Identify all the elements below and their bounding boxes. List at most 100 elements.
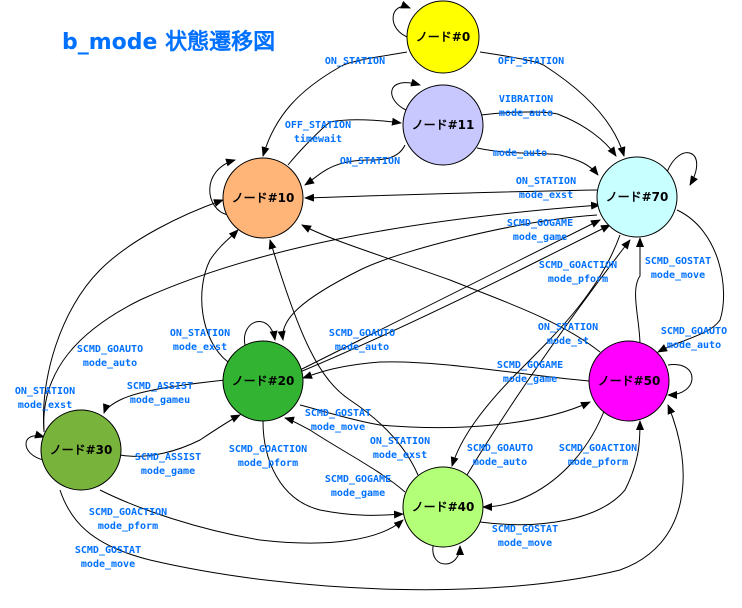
edge-event-label: SCMD_ASSIST (127, 381, 193, 392)
edge-action-label: mode_game (513, 232, 567, 243)
state-node-label: ノード#50 (598, 374, 661, 388)
edge-action-label: mode_pform (568, 457, 628, 468)
edge-event-label: SCMD_GOSTAT (305, 408, 371, 419)
self-loop-edge-n50 (667, 364, 693, 399)
edge-n20-to-n70 (299, 224, 611, 373)
edge-n10-to-n11 (287, 117, 402, 166)
edge-n20-to-n50 (299, 219, 601, 371)
edge-n40-to-n70 (466, 239, 631, 476)
edge-action-label: mode_auto (499, 108, 553, 119)
edge-n30-to-n70 (43, 201, 601, 433)
edge-action-label: mode_pform (98, 521, 158, 532)
edge-event-label: SCMD_GOACTION (559, 443, 637, 454)
edge-event-label: VIBRATION (499, 94, 553, 105)
state-node-0[interactable]: ノード#0 (406, 0, 480, 74)
edge-n30-to-n10 (43, 199, 224, 431)
edge-action-label: timewait (294, 133, 342, 145)
edge-action-label: mode_exst (519, 190, 573, 201)
state-node-70[interactable]: ノード#70 (596, 156, 678, 238)
state-node-30[interactable]: ノード#30 (40, 409, 122, 491)
edge-n40-to-n20 (284, 416, 406, 493)
edge-action-label: mode_game (503, 374, 557, 385)
self-loop-edge-n11 (391, 78, 421, 111)
state-node-circle[interactable] (406, 0, 480, 74)
state-node-circle[interactable] (596, 156, 678, 238)
edge-event-label: SCMD_GOGAME (325, 474, 391, 485)
edge-n20-to-n10 (201, 229, 239, 363)
edge-n0-to-n70 (479, 51, 626, 157)
edge-event-label: mode_auto (493, 148, 547, 159)
edge-n11-to-n70 (476, 147, 599, 176)
state-node-label: ノード#70 (606, 190, 669, 204)
edge-n50-to-n40 (482, 405, 607, 511)
state-node-circle[interactable] (402, 466, 484, 548)
state-node-label: ノード#40 (412, 500, 475, 514)
edge-action-label: mode_gameu (130, 395, 190, 406)
edge-n40-to-n50 (479, 420, 644, 526)
state-node-40[interactable]: ノード#40 (402, 466, 484, 548)
edge-action-label: mode_game (141, 466, 195, 477)
state-node-circle[interactable] (40, 409, 122, 491)
edge-event-label: SCMD_GOSTAT (645, 256, 711, 267)
edge-n30-to-n40 (99, 489, 404, 544)
edge-event-label: ON_STATION (370, 436, 430, 447)
edge-n70-to-n20 (277, 214, 598, 341)
edge-n50-to-n20 (302, 361, 590, 382)
edge-action-label: mode_game (331, 488, 385, 499)
state-node-20[interactable]: ノード#20 (222, 340, 304, 422)
edge-event-label: SCMD_GOACTION (89, 507, 167, 518)
edge-action-label: mode_auto (667, 340, 721, 351)
edge-n70-to-n10 (304, 189, 598, 202)
state-node-label: ノード#10 (232, 191, 295, 205)
edge-event-label: SCMD_GOAUTO (467, 443, 533, 454)
self-loop-edge-n40 (432, 545, 464, 565)
state-node-circle[interactable] (222, 340, 304, 422)
diagram-title: b_mode 状態遷移図 (62, 30, 276, 55)
state-node-10[interactable]: ノード#10 (222, 157, 304, 239)
edge-action-label: mode_auto (335, 342, 389, 353)
state-node-circle[interactable] (402, 84, 484, 166)
edge-event-label: OFF_STATION (285, 120, 351, 131)
edge-action-label: mode_auto (473, 457, 527, 468)
edge-action-label: mode_exst (373, 450, 427, 461)
state-node-label: ノード#11 (412, 118, 475, 132)
edge-event-label: ON_STATION (516, 176, 576, 187)
state-node-label: ノード#20 (232, 374, 295, 388)
edge-n11-to-n70 (480, 111, 617, 157)
edge-event-label: ON_STATION (340, 156, 400, 167)
edge-n40-to-n10 (268, 239, 419, 476)
edge-n30-to-n20 (119, 414, 241, 457)
state-node-circle[interactable] (222, 157, 304, 239)
edge-event-label: SCMD_GOAUTO (661, 326, 727, 337)
state-node-circle[interactable] (588, 340, 670, 422)
self-loop-edge-n10 (209, 158, 236, 216)
state-node-11[interactable]: ノード#11 (402, 84, 484, 166)
edge-event-label: SCMD_GOGAME (507, 218, 573, 229)
edge-event-label: ON_STATION (325, 56, 385, 67)
state-node-label: ノード#0 (416, 30, 470, 44)
edge-n20-to-n50 (299, 401, 591, 429)
edge-n50-to-n10 (301, 224, 601, 353)
edge-event-label: SCMD_GOAUTO (77, 344, 143, 355)
edge-event-label: SCMD_GOACTION (229, 444, 307, 455)
edge-n20-to-n30 (103, 379, 226, 414)
edge-action-label: mode_exst (173, 342, 227, 353)
edge-action-label: mode_pform (238, 458, 298, 469)
edge-event-label: OFF_STATION (498, 56, 564, 67)
edge-event-label: ON_STATION (170, 328, 230, 339)
edge-action-label: mode_exst (18, 400, 72, 411)
edge-n50-to-n70 (635, 237, 644, 346)
edge-event-label: SCMD_GOSTAT (492, 524, 558, 535)
self-loop-edge-n20 (243, 321, 278, 346)
edge-action-label: mode_st (547, 336, 589, 347)
edge-n0-to-n10 (261, 51, 408, 157)
edge-event-label: SCMD_GOACTION (539, 260, 617, 271)
self-loop-edge-n30 (25, 430, 45, 461)
edge-event-label: SCMD_GOSTAT (75, 545, 141, 556)
state-node-50[interactable]: ノード#50 (588, 340, 670, 422)
state-node-label: ノード#30 (50, 443, 113, 457)
edge-action-label: mode_move (651, 270, 705, 281)
edge-action-label: mode_pform (548, 274, 608, 285)
self-loop-edge-n70 (666, 152, 698, 186)
edge-n70-to-n50 (657, 209, 725, 353)
